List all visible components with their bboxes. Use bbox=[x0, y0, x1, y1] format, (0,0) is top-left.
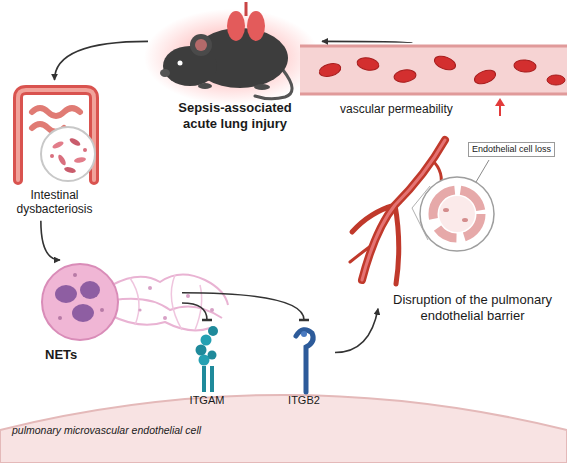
endothelial-cell-membrane bbox=[0, 395, 567, 463]
intestine-illustration bbox=[18, 90, 94, 180]
node-text: Disruption of the pulmonary endothelial … bbox=[380, 292, 565, 323]
blood-vessel bbox=[433, 54, 458, 73]
neutrophil-illustration bbox=[42, 264, 118, 340]
effect-node: Disruption of the pulmonary endothelial … bbox=[380, 292, 565, 325]
blood-vessel bbox=[300, 45, 567, 95]
intestine-illustration bbox=[83, 148, 87, 152]
neutrophil-illustration bbox=[148, 286, 152, 290]
mouse-illustration bbox=[144, 9, 320, 105]
node-text: vascular permeability bbox=[340, 102, 490, 116]
itgam-receptor bbox=[208, 326, 218, 336]
vessel-tree bbox=[395, 205, 399, 284]
callout-label: Endothelial cell loss bbox=[468, 142, 555, 157]
node-text: ITGAM bbox=[178, 394, 236, 407]
magnified-callout bbox=[433, 190, 481, 238]
intestine-illustration bbox=[74, 156, 87, 163]
neutrophil-illustration bbox=[42, 264, 228, 340]
arrow-connector bbox=[335, 309, 378, 353]
intestine-illustration bbox=[50, 154, 54, 158]
neutrophil-illustration bbox=[186, 294, 190, 298]
mouse-illustration bbox=[198, 83, 212, 89]
mouse-illustration bbox=[227, 11, 245, 41]
blood-vessel bbox=[514, 59, 537, 73]
mouse-illustration bbox=[245, 2, 248, 16]
node-text: ITGB2 bbox=[275, 394, 333, 407]
receptor-node: ITGAM bbox=[178, 322, 236, 409]
outcome-node: Sepsis-associated acute lung injury bbox=[150, 2, 320, 133]
cell-region: pulmonary microvascular endothelial cell… bbox=[0, 320, 567, 463]
mouse-illustration bbox=[247, 11, 265, 41]
itgb2-receptor bbox=[301, 331, 307, 337]
magnified-callout bbox=[443, 208, 449, 212]
magnified-callout bbox=[420, 177, 494, 251]
itgam-receptor bbox=[196, 345, 207, 356]
intestine-illustration bbox=[69, 137, 82, 148]
intestine-illustration bbox=[41, 127, 95, 181]
itgam-receptor bbox=[210, 366, 214, 392]
neutrophil-illustration bbox=[73, 273, 77, 277]
mouse-illustration bbox=[160, 69, 170, 77]
blood-vessel bbox=[356, 56, 380, 72]
intestine-illustration bbox=[32, 108, 80, 116]
blood-vessel bbox=[473, 68, 498, 87]
endothelial-cell-membrane bbox=[0, 395, 567, 463]
microbiota-node: Intestinal dysbacteriosis bbox=[2, 82, 107, 219]
magnified-callout bbox=[412, 160, 494, 251]
inhibition-connector bbox=[182, 303, 207, 320]
mouse-illustration bbox=[254, 84, 270, 90]
mouse-illustration bbox=[190, 34, 212, 56]
neutrophil-illustration bbox=[163, 316, 167, 320]
neutrophil-illustration bbox=[58, 316, 62, 320]
itgam-receptor bbox=[202, 366, 206, 392]
mouse-illustration bbox=[195, 39, 207, 51]
intestine-illustration bbox=[18, 90, 95, 181]
blood-vessel bbox=[393, 69, 416, 84]
neutrophil-illustration bbox=[55, 285, 77, 303]
blood-vessel bbox=[547, 75, 565, 85]
node-text: Sepsis-associated acute lung injury bbox=[160, 100, 310, 131]
node-text: Intestinal dysbacteriosis bbox=[2, 188, 107, 217]
receptor-node: ITGB2 bbox=[275, 322, 333, 409]
itgam-receptor bbox=[201, 335, 212, 346]
arrow-connector bbox=[322, 41, 412, 43]
neutrophil-illustration bbox=[130, 275, 202, 330]
neutrophil-illustration bbox=[112, 274, 228, 305]
itgam-receptor bbox=[196, 326, 219, 392]
neutrophil-illustration bbox=[138, 308, 141, 311]
node-text: pulmonary microvascular endothelial cell bbox=[12, 424, 312, 437]
increase-arrow bbox=[495, 98, 505, 106]
itgam-receptor bbox=[208, 351, 217, 360]
increase-arrow bbox=[495, 98, 505, 116]
blood-vessel bbox=[300, 45, 567, 48]
itgb2-receptor bbox=[296, 330, 313, 392]
arrow-connector bbox=[41, 221, 60, 260]
magnified-callout bbox=[462, 218, 468, 222]
blood-vessel bbox=[300, 45, 567, 95]
intestine-illustration bbox=[18, 90, 94, 180]
neutrophil-illustration bbox=[210, 308, 214, 312]
neutrophil-illustration bbox=[72, 304, 94, 322]
blood-vessel bbox=[300, 93, 567, 96]
intestine-illustration bbox=[64, 166, 77, 174]
neutrophil-illustration bbox=[100, 308, 104, 312]
magnified-callout bbox=[476, 160, 489, 182]
mouse-illustration bbox=[144, 2, 320, 105]
node-text: NETs bbox=[45, 347, 105, 363]
intestine-illustration bbox=[51, 140, 64, 150]
arrow-connector bbox=[55, 41, 149, 80]
vessel-node: vascular permeability bbox=[300, 45, 567, 118]
nets-node: NETs bbox=[30, 262, 180, 365]
itgb2-receptor bbox=[296, 330, 313, 392]
vessel-tree bbox=[352, 205, 395, 232]
mouse-illustration bbox=[178, 61, 183, 66]
inhibition-connector bbox=[182, 293, 304, 320]
neutrophil-illustration bbox=[80, 281, 100, 299]
intestine-illustration bbox=[57, 154, 68, 167]
blood-vessel bbox=[318, 61, 342, 78]
magnified-callout bbox=[439, 196, 475, 232]
